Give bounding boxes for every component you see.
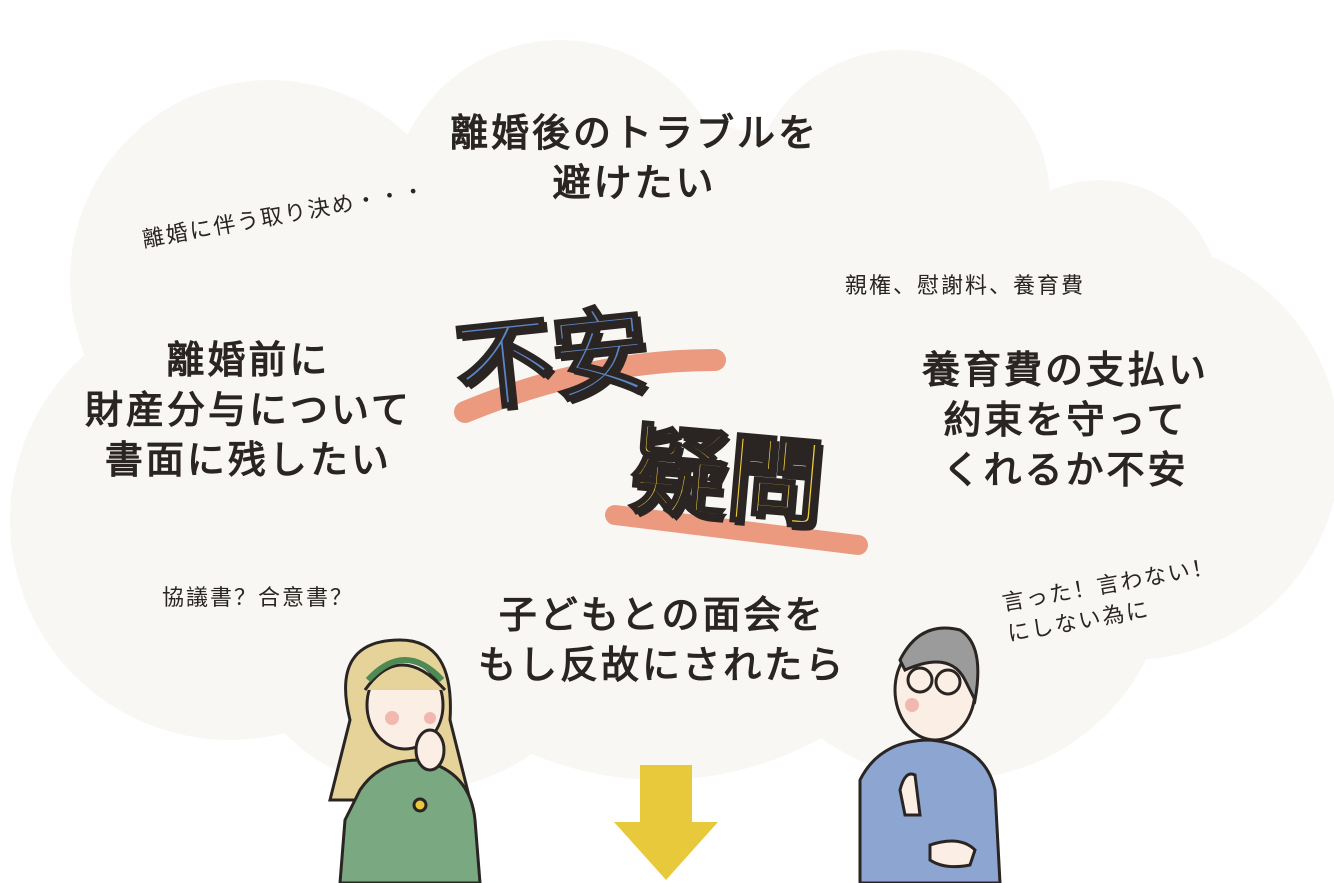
headline-right: 養育費の支払い 約束を守って くれるか不安 (922, 348, 1210, 493)
keyword-question: 疑問 (625, 412, 829, 543)
down-arrow-icon (614, 765, 718, 880)
note-bottom-left: 協議書？合意書？ (162, 586, 355, 611)
man-illustration (858, 626, 1002, 883)
note-top-right: 親権、慰謝料、養育費 (845, 274, 1086, 299)
keyword-anxiety: 不安 (449, 293, 655, 427)
highlight-stroke-anxiety (454, 349, 726, 423)
headline-bottom: 子どもとの面会を もし反故にされたら (478, 593, 847, 688)
highlight-stroke-question (605, 505, 868, 555)
headline-top: 離婚後のトラブルを 避けたい (450, 111, 820, 206)
woman-illustration (328, 638, 482, 883)
headline-left: 離婚前に 財産分与について 書面に残したい (85, 338, 412, 483)
